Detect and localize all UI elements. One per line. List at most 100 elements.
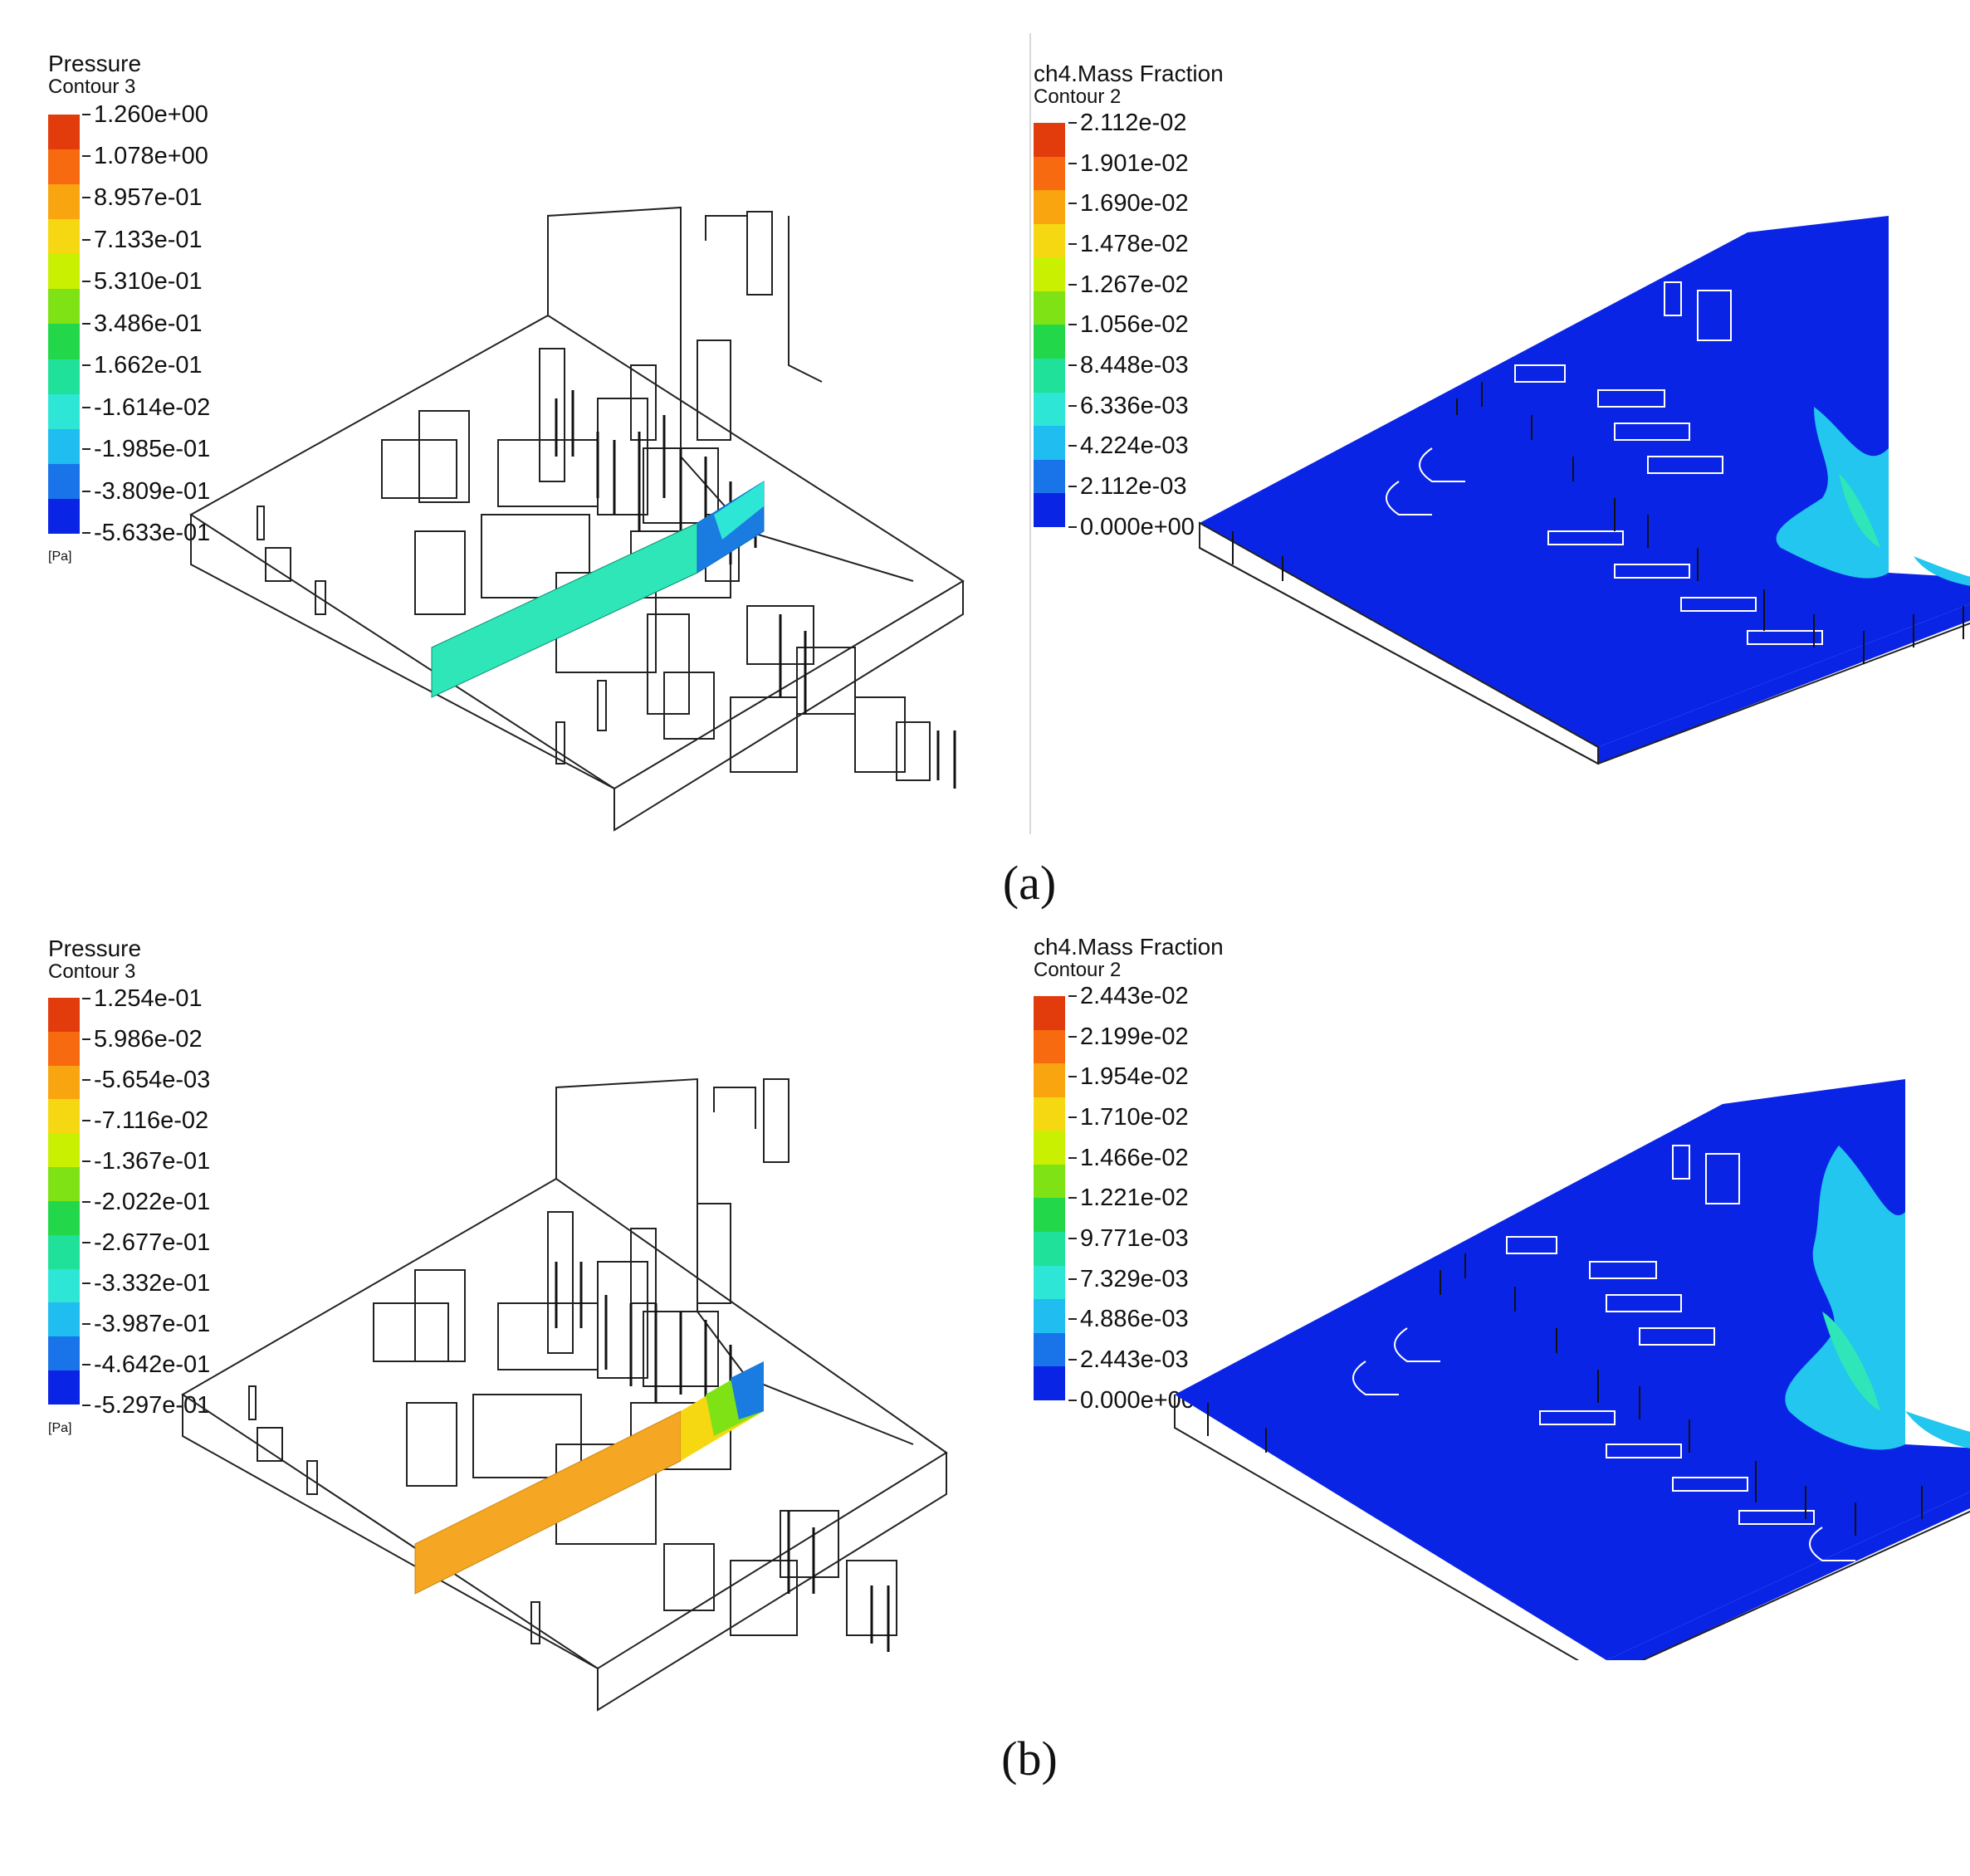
tick-label: 5.986e-02 [82, 1026, 203, 1053]
colorbar [48, 998, 80, 1405]
tick-label: 1.267e-02 [1068, 271, 1189, 298]
legend-unit: [Pa] [48, 550, 72, 564]
pressure-slice-hot [731, 1361, 764, 1419]
tick-label: -1.614e-02 [81, 394, 211, 421]
colorbar-segment [48, 219, 80, 255]
ch4-scene-b [1174, 1079, 1970, 1660]
colorbar-segment [48, 115, 80, 150]
colorbar-segment [48, 1099, 80, 1134]
pressure-scene-a [189, 206, 965, 832]
tick-label: -3.987e-01 [81, 1311, 211, 1337]
tick-label: -7.116e-02 [81, 1107, 209, 1134]
ch4-scene-a [1199, 216, 1970, 765]
colorbar-segment [48, 1065, 80, 1100]
tick-label: 5.310e-01 [82, 268, 203, 295]
colorbar [1034, 996, 1065, 1400]
tick-label: 1.466e-02 [1068, 1145, 1189, 1171]
colorbar-segment [1034, 257, 1065, 291]
colorbar-segment [48, 428, 80, 464]
colorbar-segment [1034, 190, 1065, 224]
caption-a: (a) [1002, 856, 1057, 910]
colorbar-segment [1034, 459, 1065, 494]
colorbar-segment [1034, 1299, 1065, 1333]
colorbar-segment [1034, 1198, 1065, 1233]
tick-label: -3.332e-01 [81, 1270, 211, 1297]
colorbar-segment [48, 498, 80, 534]
colorbar-segment [1034, 359, 1065, 393]
colorbar-segment [48, 254, 80, 290]
pressure-scene-b [181, 1077, 948, 1712]
tick-label: 8.957e-01 [82, 184, 203, 211]
legend-b-ch4: ch4.Mass Fraction Contour 2 [1034, 935, 1224, 981]
tick-label: 4.224e-03 [1068, 432, 1189, 459]
ch4-plume [1785, 1146, 1905, 1450]
legend-variable: ch4.Mass Fraction [1034, 934, 1224, 960]
tick-label: -1.367e-01 [81, 1148, 211, 1175]
colorbar-segment [1034, 426, 1065, 460]
tick-label: -2.022e-01 [81, 1189, 211, 1215]
legend-contour-name: Contour 2 [1034, 85, 1122, 108]
tick-label: 1.478e-02 [1068, 231, 1189, 257]
tick-label: 1.254e-01 [82, 985, 203, 1012]
legend-a-ch4: ch4.Mass Fraction Contour 2 [1034, 61, 1224, 108]
colorbar-segment [48, 393, 80, 429]
legend-unit: [Pa] [48, 1421, 72, 1435]
colorbar-segment [48, 359, 80, 394]
legend-contour-name: Contour 3 [48, 76, 136, 98]
pressure-slice [431, 522, 698, 698]
tick-label: 3.486e-01 [82, 310, 203, 337]
tick-label: -3.809e-01 [81, 478, 211, 505]
caption-b: (b) [1001, 1732, 1058, 1786]
panel-a-ch4: ch4.Mass Fraction Contour 2 2.112e-02 1.… [1034, 0, 1970, 830]
colorbar-segment [48, 1234, 80, 1269]
tick-label: 1.710e-02 [1068, 1104, 1189, 1131]
tick-label: 2.112e-03 [1068, 473, 1187, 500]
colorbar-segment [48, 998, 80, 1032]
tick-label: 1.078e+00 [82, 143, 208, 169]
legend-variable: ch4.Mass Fraction [1034, 61, 1224, 86]
legend-a-pressure: Pressure Contour 3 [48, 51, 141, 98]
colorbar-segment [48, 324, 80, 359]
legend-contour-name: Contour 3 [48, 960, 136, 983]
legend-variable: Pressure [48, 51, 142, 76]
ch4-floor [1175, 1079, 1970, 1660]
colorbar-segment [1034, 1029, 1065, 1064]
panel-b-pressure: Pressure Contour 3 1.254e-01 5.986e-02 -… [0, 896, 1021, 1727]
tick-label: 2.199e-02 [1068, 1023, 1189, 1050]
colorbar-segment [1034, 1063, 1065, 1097]
tick-label: 4.886e-03 [1068, 1306, 1189, 1332]
tick-label: -1.985e-01 [81, 436, 211, 462]
legend-variable: Pressure [48, 936, 142, 961]
tick-label: 2.112e-02 [1068, 110, 1187, 136]
colorbar-segment [48, 1370, 80, 1405]
colorbar-segment [1034, 325, 1065, 359]
colorbar-segment [48, 289, 80, 325]
tick-label: 2.443e-02 [1068, 983, 1189, 1009]
colorbar-segment [1034, 1366, 1065, 1400]
panel-b-ch4: ch4.Mass Fraction Contour 2 2.443e-02 2.… [1034, 896, 1970, 1727]
colorbar [48, 115, 80, 534]
tick-label: 1.690e-02 [1068, 190, 1189, 217]
ch4-floor [1200, 216, 1970, 747]
tick-label: -5.654e-03 [81, 1067, 211, 1093]
ch4-plume [1776, 407, 1889, 579]
tick-label: 7.329e-03 [1068, 1266, 1189, 1292]
legend-b-pressure: Pressure Contour 3 [48, 936, 141, 983]
tick-label: 9.771e-03 [1068, 1225, 1189, 1252]
colorbar-segment [1034, 493, 1065, 527]
colorbar-segment [1034, 1332, 1065, 1367]
colorbar-segment [1034, 1164, 1065, 1199]
colorbar-segment [1034, 1131, 1065, 1165]
tick-label: 1.221e-02 [1068, 1185, 1189, 1211]
colorbar-segment [48, 1200, 80, 1235]
colorbar [1034, 123, 1065, 527]
colorbar-segment [48, 1167, 80, 1201]
tick-label: 1.260e+00 [82, 101, 208, 128]
colorbar-segment [1034, 1232, 1065, 1266]
colorbar-segment [48, 463, 80, 499]
tick-label: 8.448e-03 [1068, 352, 1189, 379]
colorbar-segment [48, 149, 80, 185]
colorbar-segment [48, 1268, 80, 1303]
colorbar-segment [48, 1133, 80, 1168]
tick-label: 0.000e+00 [1068, 514, 1195, 540]
